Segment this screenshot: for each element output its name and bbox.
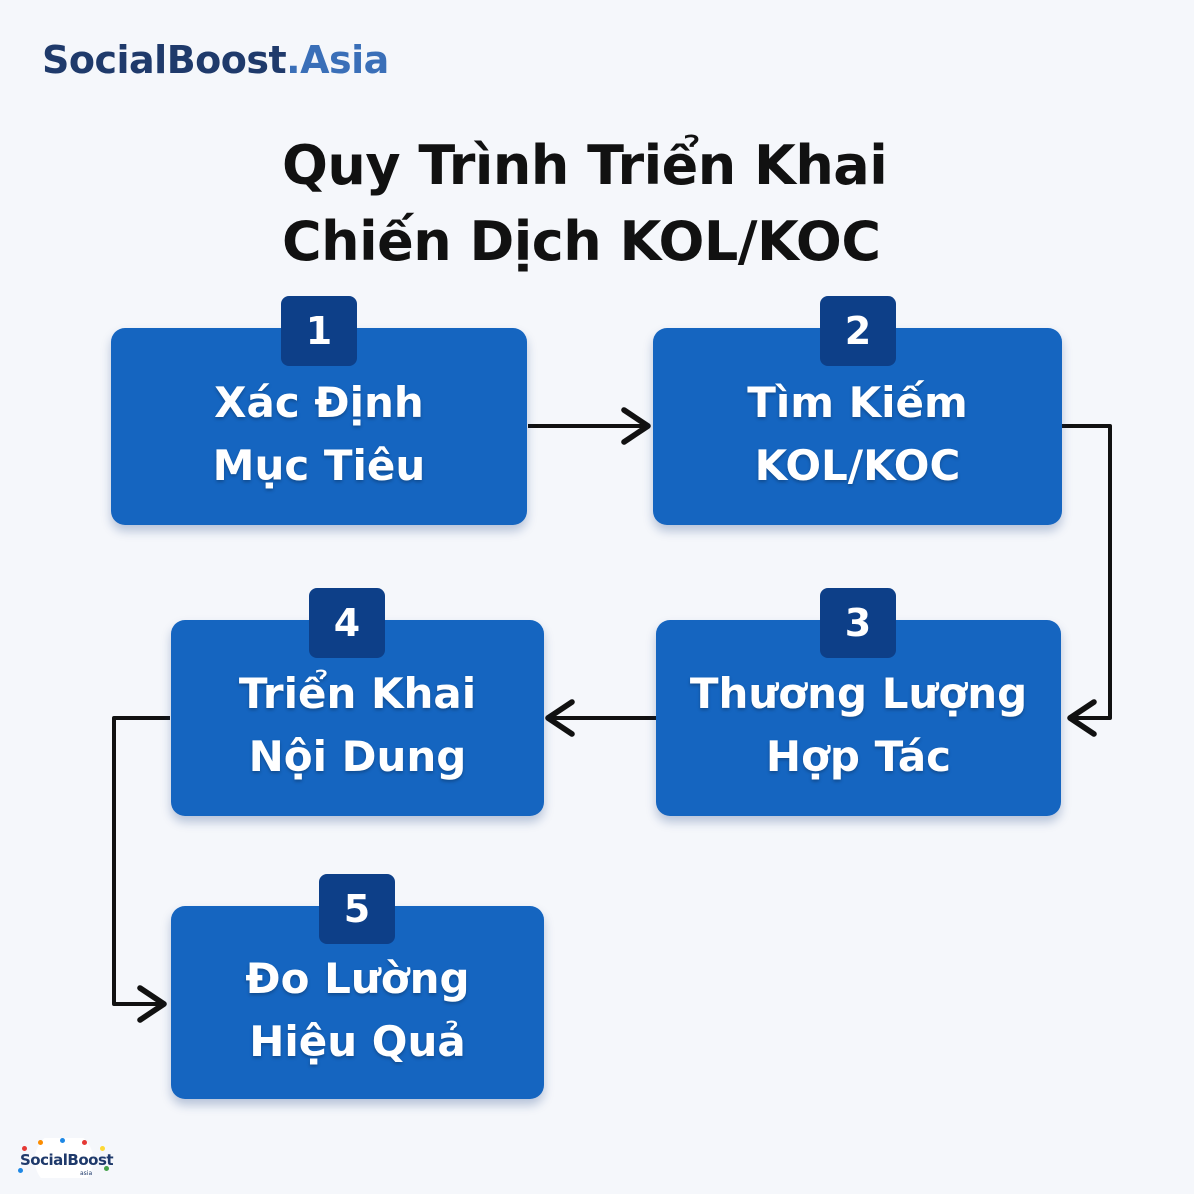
brand-name: SocialBoost [42, 38, 287, 82]
footer-logo-dot [104, 1166, 109, 1171]
step-3-line-1: Thương Lượng [689, 669, 1028, 718]
footer-logo-dot [18, 1168, 23, 1173]
arrow-step4-to-step5 [112, 716, 170, 1023]
step-3-line-2: Hợp Tác [765, 732, 952, 781]
footer-logo-text: SocialBoost [20, 1151, 114, 1169]
step-1-number-badge: 1 [281, 296, 357, 366]
footer-logo-dot [100, 1146, 105, 1151]
diagram-title: Quy Trình Triển Khai Chiến Dịch KOL/KOC [282, 128, 982, 280]
step-2-line-2: KOL/KOC [754, 440, 961, 490]
step-1-line-2: Mục Tiêu [212, 440, 426, 490]
footer-logo-dot [38, 1140, 43, 1145]
footer-logo-burst [16, 1138, 112, 1178]
step-4-box: Triển Khai Nội Dung [171, 620, 544, 816]
step-1-line-1: Xác Định [214, 377, 424, 427]
step-2-number-badge: 2 [820, 296, 896, 366]
step-1-label: Xác Định Mục Tiêu [213, 357, 426, 497]
step-3-number-badge: 3 [820, 588, 896, 658]
step-3-box: Thương Lượng Hợp Tác [656, 620, 1061, 816]
title-line-2: Chiến Dịch KOL/KOC [282, 210, 881, 273]
step-5-line-2: Hiệu Quả [249, 1016, 466, 1066]
brand-suffix: .Asia [286, 38, 389, 82]
arrow-step2-to-step3 [1062, 424, 1112, 737]
step-5-number-badge: 5 [319, 874, 395, 944]
title-line-1: Quy Trình Triển Khai [282, 134, 888, 197]
footer-logo-sub: asia [80, 1170, 93, 1177]
step-4-label: Triển Khai Nội Dung [239, 648, 476, 788]
step-5-line-1: Đo Lường [245, 953, 470, 1003]
step-4-line-2: Nội Dung [248, 732, 467, 781]
step-2-label: Tìm Kiếm KOL/KOC [747, 357, 968, 497]
footer-logo-dot [60, 1138, 65, 1143]
step-1-box: Xác Định Mục Tiêu [111, 328, 527, 525]
footer-logo-dot [82, 1140, 87, 1145]
footer-logo-dot [22, 1146, 27, 1151]
step-4-line-1: Triển Khai [238, 669, 477, 718]
step-5-box: Đo Lường Hiệu Quả [171, 906, 544, 1099]
footer-logo: SocialBoost asia [16, 1138, 114, 1182]
brand-logo: SocialBoost.Asia [42, 38, 389, 82]
step-3-label: Thương Lượng Hợp Tác [690, 648, 1027, 788]
step-4-number-badge: 4 [309, 588, 385, 658]
step-5-label: Đo Lường Hiệu Quả [245, 933, 469, 1073]
step-2-line-1: Tìm Kiếm [747, 377, 968, 427]
